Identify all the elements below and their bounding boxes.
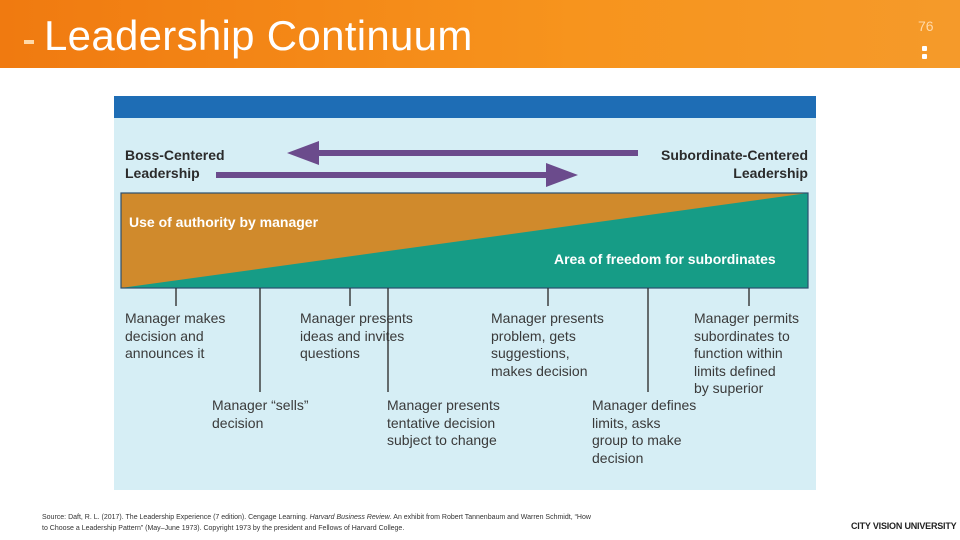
source-journal: Harvard Business Review (309, 514, 390, 521)
page-number: 76 (918, 18, 934, 34)
slide-title: Leadership Continuum (44, 12, 473, 59)
right-pole-label: Subordinate-Centered Leadership (660, 147, 808, 181)
university-logo: CITY VISION UNIVERSITY (851, 521, 957, 531)
authority-label: Use of authority by manager (129, 214, 319, 230)
left-arrow-head (287, 141, 319, 165)
behavior-3: Manager presents ideas and invites quest… (300, 310, 413, 361)
source-line1-pre: Source: Daft, R. L. (2017). The Leadersh… (42, 514, 308, 521)
source-citation: Source: Daft, R. L. (2017). The Leadersh… (42, 512, 692, 534)
right-arrow-head (546, 163, 578, 187)
source-line1-post: . An exhibit from Robert Tannenbaum and … (389, 514, 591, 521)
freedom-area (121, 193, 808, 288)
band-border (120, 192, 809, 289)
title-bar: Leadership Continuum 76 (0, 0, 960, 68)
behavior-5: Manager presents problem, gets suggestio… (491, 310, 604, 379)
diagram-top-bar (114, 96, 816, 118)
behavior-1: Manager makes decision and announces it (125, 310, 226, 361)
bullet-icon (24, 40, 34, 44)
behavior-7: Manager permits subordinates to function… (694, 310, 800, 396)
more-options-icon[interactable] (922, 46, 928, 62)
leadership-continuum-diagram: Boss-Centered Leadership Subordinate-Cen… (114, 96, 816, 490)
behavior-6: Manager defines limits, asks group to ma… (592, 397, 697, 466)
diagram-graphics (120, 141, 809, 392)
behavior-4: Manager presents tentative decision subj… (387, 397, 500, 448)
behavior-2: Manager “sells” decision (212, 397, 309, 431)
source-line2: to Choose a Leadership Pattern” (May–Jun… (42, 525, 405, 532)
left-pole-label: Boss-Centered Leadership (125, 147, 225, 181)
freedom-label: Area of freedom for subordinates (554, 251, 776, 267)
